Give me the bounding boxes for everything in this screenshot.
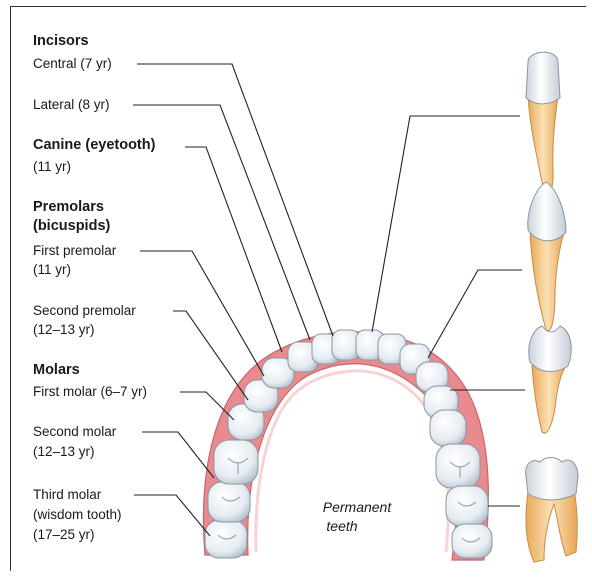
arch-tooth xyxy=(214,440,258,484)
group-premolars: Premolars xyxy=(33,199,104,216)
label-central: Central (7 yr) xyxy=(33,55,112,72)
leader-right-canine xyxy=(428,270,522,358)
leader-second-molar xyxy=(142,432,214,478)
group-incisors: Incisors xyxy=(33,33,89,50)
label-second-premolar-age: (12–13 yr) xyxy=(33,321,95,338)
label-second-molar: Second molar xyxy=(33,423,116,440)
label-lateral: Lateral (8 yr) xyxy=(33,96,110,113)
leader-canine xyxy=(185,147,282,352)
leader-right-incisor xyxy=(372,116,520,332)
leader-lateral xyxy=(133,105,310,340)
label-third-molar-sub: (wisdom tooth) xyxy=(33,506,122,523)
group-canine: Canine (eyetooth) xyxy=(33,137,155,154)
isolated-premolar xyxy=(529,326,572,433)
arch-tooth xyxy=(430,410,466,446)
group-molars: Molars xyxy=(33,362,80,379)
isolated-incisor xyxy=(526,52,560,195)
arch-tooth xyxy=(436,444,480,488)
label-third-molar-age: (17–25 yr) xyxy=(33,526,95,543)
label-first-molar: First molar (6–7 yr) xyxy=(33,383,147,400)
isolated-canine xyxy=(528,182,566,331)
leader-third-molar xyxy=(134,495,210,536)
label-canine-age: (11 yr) xyxy=(33,158,71,175)
label-first-premolar: First premolar xyxy=(33,242,116,259)
isolated-molar xyxy=(526,458,578,563)
label-third-molar: Third molar xyxy=(33,486,101,503)
arch-tooth xyxy=(452,524,492,558)
caption-teeth: teeth xyxy=(312,517,372,535)
label-second-premolar: Second premolar xyxy=(33,302,136,319)
arch-tooth xyxy=(208,482,250,522)
caption-permanent: Permanent xyxy=(312,498,402,516)
group-premolars-sub: (bicuspids) xyxy=(33,218,110,235)
label-first-premolar-age: (11 yr) xyxy=(33,261,71,278)
label-second-molar-age: (12–13 yr) xyxy=(33,443,95,460)
leader-first-premolar xyxy=(140,251,264,376)
